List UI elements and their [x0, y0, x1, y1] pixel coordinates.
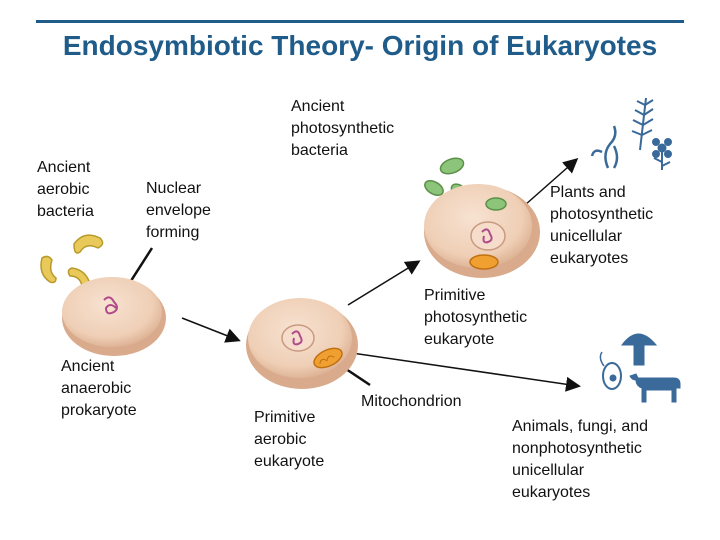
seaweed-icon — [590, 125, 619, 169]
photosynthetic-bacterium — [424, 180, 444, 196]
arrow-to-photosynthetic-eukaryote — [347, 260, 421, 306]
aerobic-bacteria-group — [40, 234, 104, 289]
anaerobic-prokaryote-cell — [62, 277, 166, 356]
label-ancient-photosynthetic-bacteria: Ancient photosynthetic bacteria — [291, 98, 395, 159]
flower-icon — [652, 138, 672, 170]
aerobic-bacterium — [73, 234, 104, 254]
label-plants: Plants and photosynthetic unicellular eu… — [550, 184, 654, 267]
photosynthetic-eukaryote-cell — [424, 184, 540, 278]
arrow-to-aerobic-eukaryote — [181, 317, 241, 343]
arrow-to-animals — [344, 351, 581, 392]
dna-strand — [481, 228, 493, 244]
label-mitochondrion: Mitochondrion — [361, 393, 462, 410]
label-animals-fungi: Animals, fungi, and nonphotosynthetic un… — [512, 418, 649, 501]
mitochondrion-shape — [469, 254, 499, 270]
chloroplast — [485, 197, 507, 211]
nucleus — [470, 221, 506, 251]
dna-strand — [291, 330, 303, 346]
mushroom-icon — [621, 333, 658, 366]
label-nuclear-envelope-forming: Nuclear envelope forming — [146, 180, 211, 241]
label-ancient-anaerobic-prokaryote: Ancient anaerobic prokaryote — [61, 358, 137, 419]
label-primitive-photosynthetic-eukaryote: Primitive photosynthetic eukaryote — [424, 287, 528, 348]
nucleus — [281, 324, 315, 352]
fern-icon — [631, 97, 654, 151]
cow-icon — [629, 373, 681, 403]
label-primitive-aerobic-eukaryote: Primitive aerobic eukaryote — [254, 409, 325, 470]
page-title: Endosymbiotic Theory- Origin of Eukaryot… — [62, 30, 658, 61]
label-ancient-aerobic-bacteria: Ancient aerobic bacteria — [37, 159, 94, 220]
plant-icons — [590, 97, 672, 170]
animal-fungi-icons — [599, 333, 681, 403]
aerobic-bacterium — [40, 255, 57, 284]
photosynthetic-bacterium — [439, 157, 465, 175]
aerobic-eukaryote-cell — [246, 298, 358, 389]
protist-icon — [599, 351, 622, 390]
arrow-to-plants — [524, 158, 579, 206]
dna-strand — [103, 296, 118, 315]
title-rule — [36, 20, 684, 23]
